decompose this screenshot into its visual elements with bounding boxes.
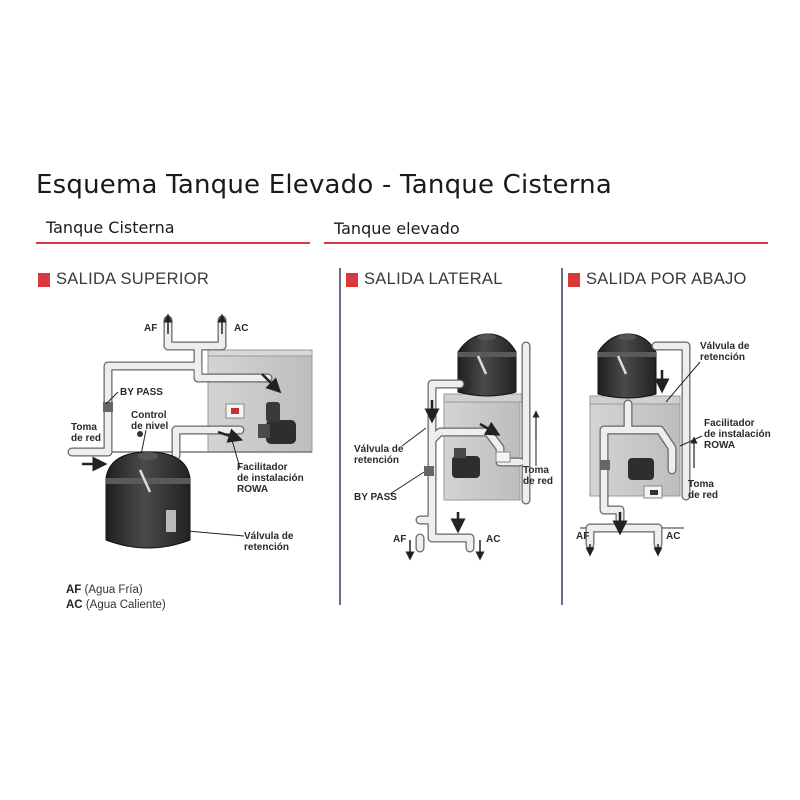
label-control-de-nivel: Control de nivel	[131, 410, 169, 432]
legend-af-text: (Agua Fría)	[84, 584, 143, 596]
section-title-lateral: SALIDA LATERAL	[364, 270, 503, 288]
elevated-tank	[597, 333, 657, 399]
label-af-3: AF	[576, 531, 590, 542]
cistern-underline	[36, 242, 310, 244]
subheading-cistern: Tanque Cisterna	[46, 218, 175, 237]
red-square-icon	[346, 272, 358, 287]
section-title-abajo: SALIDA POR ABAJO	[586, 270, 747, 288]
label-ac-1: AC	[234, 323, 249, 334]
label-valvula-retencion-1: Válvula de retención	[244, 531, 294, 553]
divider-left	[339, 268, 341, 605]
label-facilitador: Facilitador de instalación ROWA	[237, 462, 304, 495]
pump	[258, 402, 296, 444]
section-header-abajo: SALIDA POR ABAJO	[568, 270, 747, 289]
label-toma-de-red-3: Toma de red	[688, 479, 719, 501]
label-ac-3: AC	[666, 531, 681, 542]
divider-right	[561, 268, 563, 605]
red-square-icon	[568, 272, 580, 287]
label-af-1: AF	[144, 323, 158, 334]
section-header-lateral: SALIDA LATERAL	[346, 270, 503, 289]
section-header-superior: SALIDA SUPERIOR	[38, 270, 209, 289]
label-valvula-retencion-2: Válvula de retención	[354, 444, 404, 466]
label-facilitador-3: Facilitador de instalación ROWA	[704, 418, 771, 451]
section-title-superior: SALIDA SUPERIOR	[56, 270, 210, 288]
legend-ac-text: (Agua Caliente)	[85, 599, 166, 611]
label-toma-de-red-2: Toma de red	[523, 465, 554, 487]
label-by-pass: BY PASS	[120, 387, 163, 398]
cistern-tank	[105, 451, 191, 549]
legend-ac-abbr: AC	[66, 599, 83, 611]
diagram-lateral	[389, 333, 540, 561]
elevated-underline	[324, 242, 768, 244]
diagram-superior	[67, 313, 313, 549]
label-toma-de-red: Toma de red	[71, 422, 102, 444]
elevated-tank	[457, 333, 517, 397]
legend-af: AF (Agua Fría)	[66, 584, 143, 596]
diagram-abajo	[580, 333, 703, 557]
label-af-2: AF	[393, 534, 407, 545]
legend-af-abbr: AF	[66, 584, 82, 596]
label-ac-2: AC	[486, 534, 501, 545]
page-title: Esquema Tanque Elevado - Tanque Cisterna	[36, 170, 612, 200]
subheading-elevated: Tanque elevado	[334, 219, 460, 238]
red-square-icon	[38, 272, 50, 287]
legend-ac: AC (Agua Caliente)	[66, 599, 166, 611]
label-by-pass-2: BY PASS	[354, 492, 397, 503]
label-valvula-retencion-3: Válvula de retención	[700, 341, 750, 363]
